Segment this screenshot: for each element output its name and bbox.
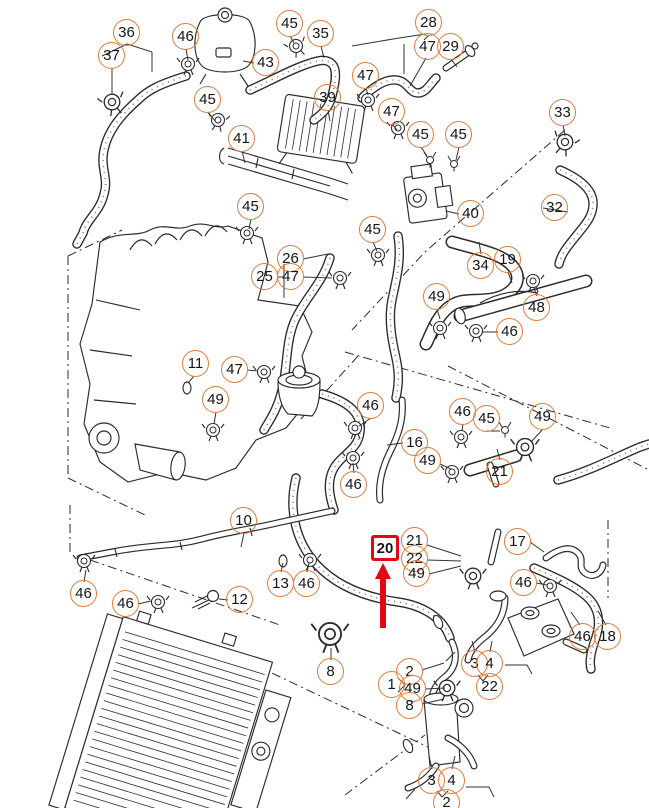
callout-48: 48 — [523, 294, 550, 321]
callout-46: 46 — [569, 623, 596, 650]
callout-13: 13 — [267, 570, 294, 597]
callout-47: 47 — [378, 98, 405, 125]
callout-43: 43 — [252, 49, 279, 76]
callout-40: 40 — [457, 200, 484, 227]
callout-47: 47 — [221, 356, 248, 383]
highlighted-callout-20: 20 — [371, 535, 399, 561]
callout-46: 46 — [70, 580, 97, 607]
callout-19: 19 — [494, 246, 521, 273]
callout-35: 35 — [307, 20, 334, 47]
callout-45: 45 — [473, 405, 500, 432]
callout-28: 28 — [415, 9, 442, 36]
callout-46: 46 — [172, 23, 199, 50]
callout-8: 8 — [396, 692, 423, 719]
callout-47: 47 — [352, 62, 379, 89]
callout-22: 22 — [476, 673, 503, 700]
callout-45: 45 — [445, 121, 472, 148]
callout-45: 45 — [237, 193, 264, 220]
callout-45: 45 — [407, 121, 434, 148]
highlight-arrow — [375, 563, 391, 628]
callout-17: 17 — [504, 528, 531, 555]
callout-36: 36 — [113, 19, 140, 46]
callout-41: 41 — [228, 125, 255, 152]
callout-45: 45 — [359, 216, 386, 243]
callout-45: 45 — [194, 86, 221, 113]
callout-46: 46 — [112, 590, 139, 617]
callout-49: 49 — [414, 447, 441, 474]
callout-46: 46 — [293, 570, 320, 597]
callout-37: 37 — [98, 42, 125, 69]
callout-33: 33 — [549, 99, 576, 126]
callout-45: 45 — [276, 10, 303, 37]
callout-46: 46 — [496, 318, 523, 345]
callout-25: 25 — [251, 263, 278, 290]
callout-32: 32 — [541, 194, 568, 221]
callout-29: 29 — [437, 33, 464, 60]
callout-49: 49 — [423, 283, 450, 310]
callout-46: 46 — [340, 471, 367, 498]
callout-34: 34 — [467, 252, 494, 279]
callout-49: 49 — [529, 403, 556, 430]
callout-8: 8 — [317, 658, 344, 685]
callout-46: 46 — [449, 398, 476, 425]
callout-21: 21 — [486, 458, 513, 485]
callout-12: 12 — [226, 586, 253, 613]
callout-10: 10 — [230, 507, 257, 534]
callout-46: 46 — [357, 392, 384, 419]
callout-46: 46 — [510, 569, 537, 596]
callout-18: 18 — [594, 623, 621, 650]
callout-47: 47 — [277, 263, 304, 290]
callout-49: 49 — [202, 386, 229, 413]
callout-39: 39 — [314, 84, 341, 111]
callout-2: 2 — [433, 789, 460, 808]
callout-49: 49 — [403, 560, 430, 587]
callout-11: 11 — [182, 350, 209, 377]
